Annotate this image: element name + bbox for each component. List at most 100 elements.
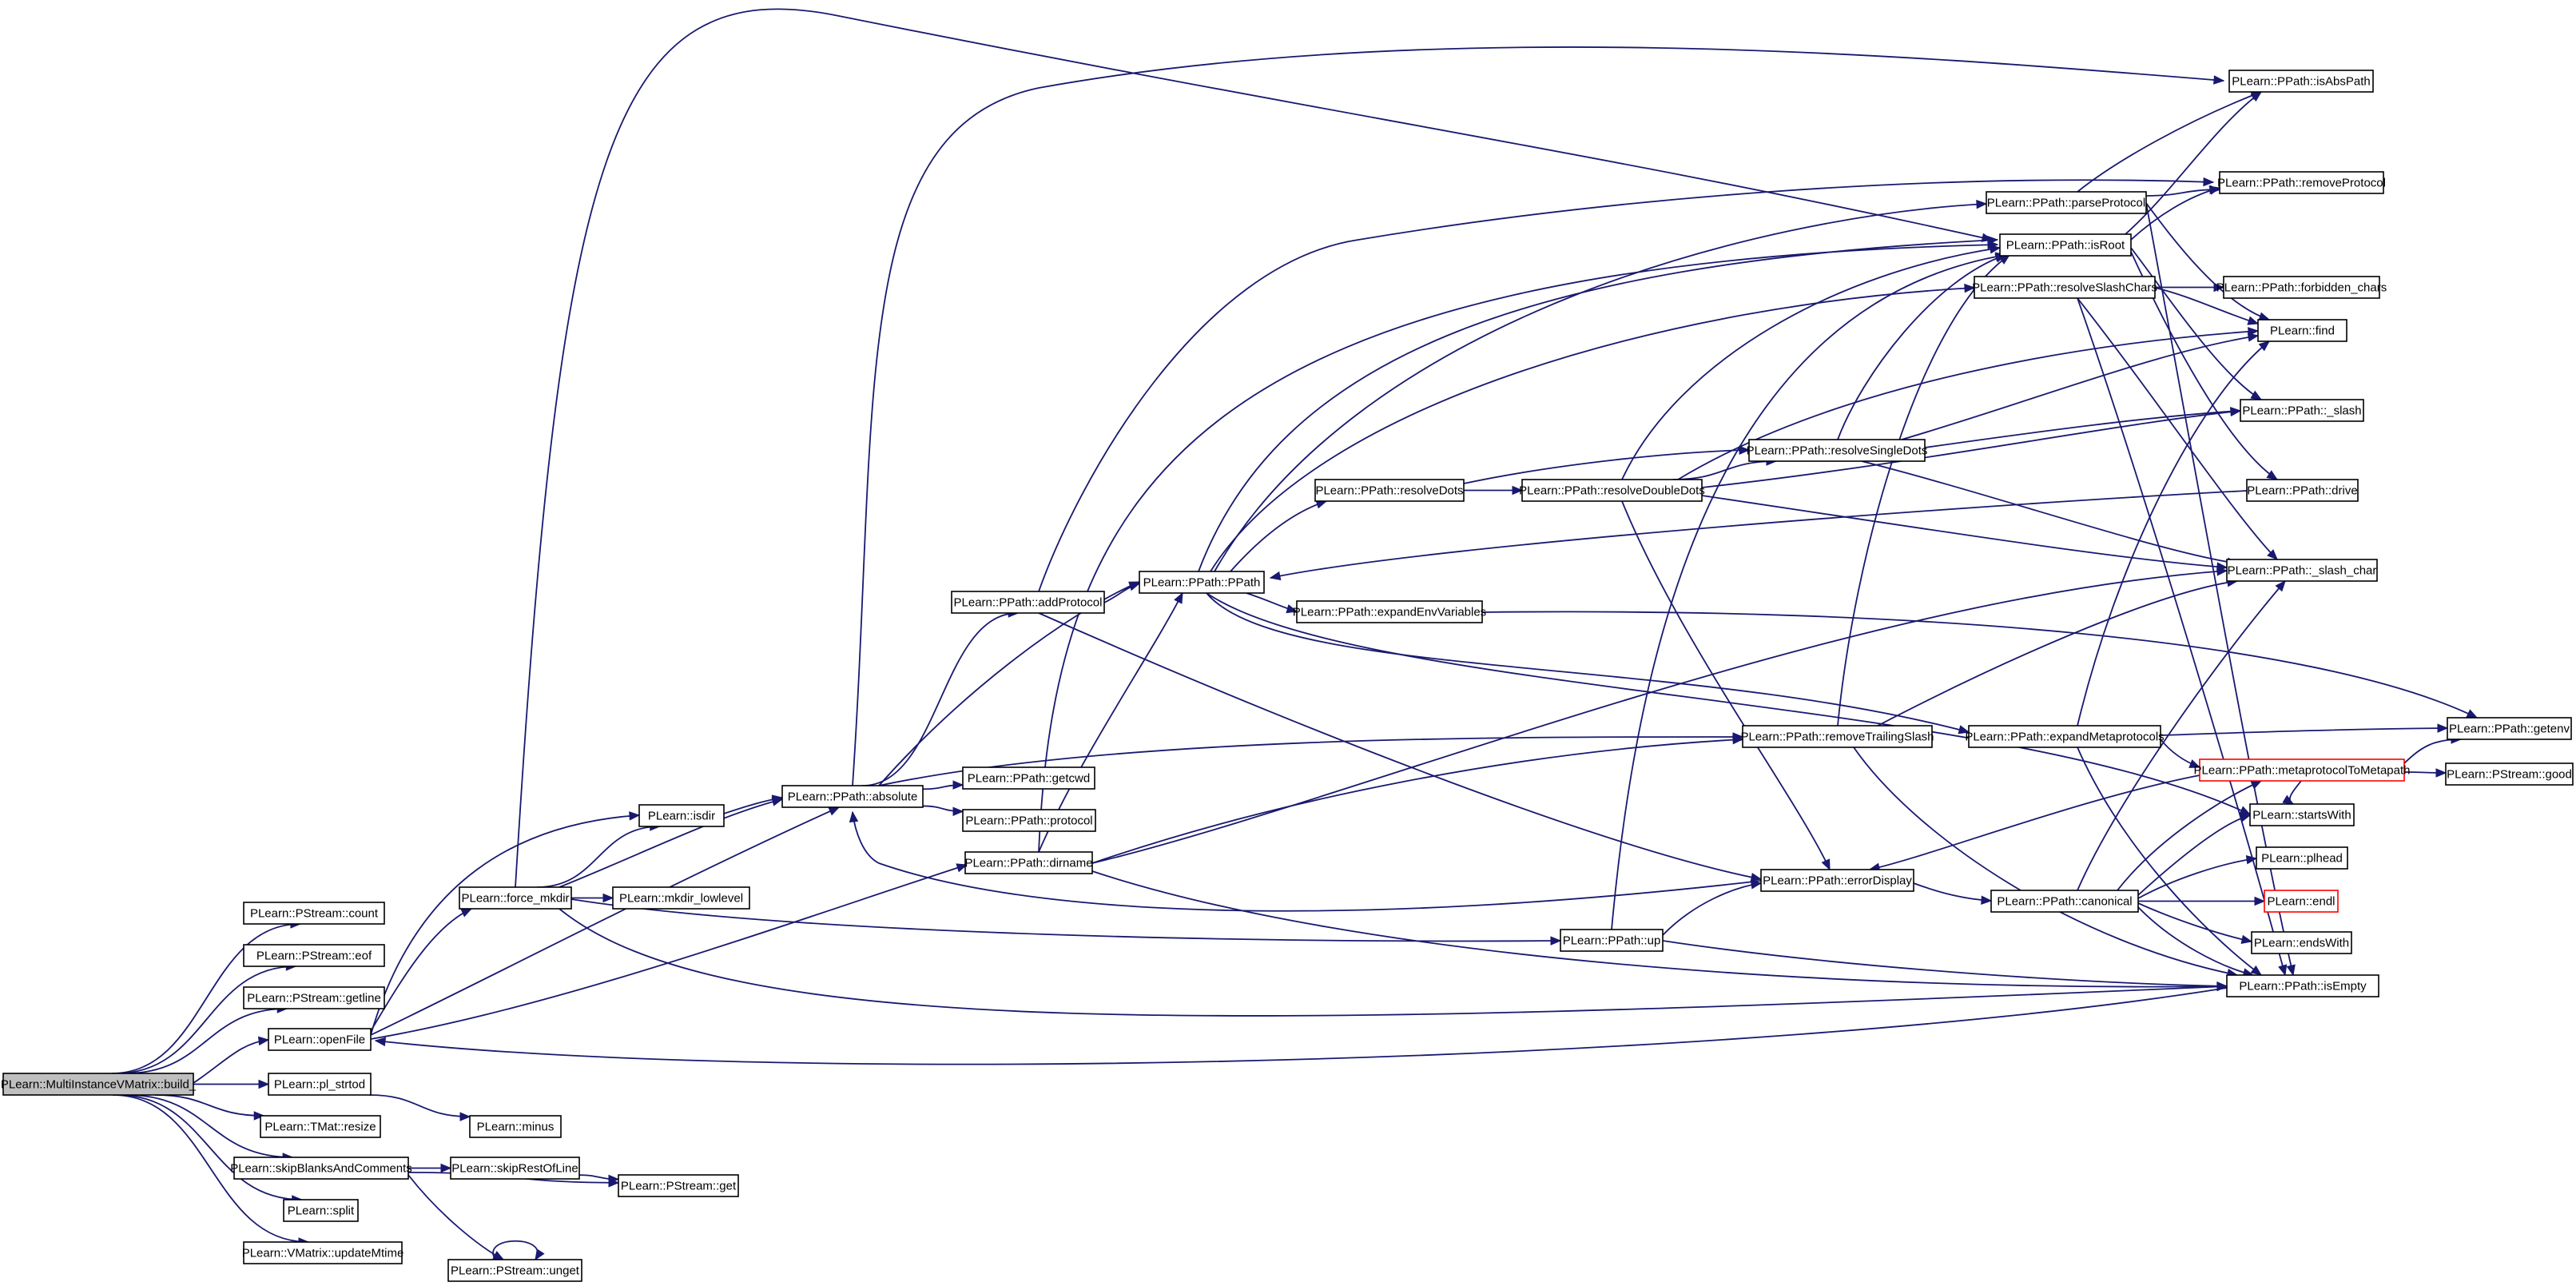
arrowhead-force_mkdir-to-up <box>1550 936 1562 946</box>
node-skipBlanks[interactable]: PLearn::skipBlanksAndComments <box>230 1157 412 1180</box>
node-errorDisplay[interactable]: PLearn::PPath::errorDisplay <box>1760 869 1914 892</box>
edge-force_mkdir-to-isdir <box>537 826 660 888</box>
arrowhead-isRoot-to-drive <box>2266 470 2279 480</box>
node-label: PLearn::PPath::getcwd <box>968 772 1090 786</box>
node-label: PLearn::PStream::good <box>2447 768 2572 782</box>
node-protocol[interactable]: PLearn::PPath::protocol <box>962 809 1096 832</box>
node-minus[interactable]: PLearn::minus <box>469 1115 562 1138</box>
arrowhead-expandMetaprotocols-to-getenv <box>2437 723 2449 733</box>
edge-expandEnv-to-getenv <box>1481 611 2478 719</box>
node-expandEnv[interactable]: PLearn::PPath::expandEnvVariables <box>1293 600 1486 623</box>
node-endl[interactable]: PLearn::endl <box>2264 890 2339 913</box>
node-updateMtime[interactable]: PLearn::VMatrix::updateMtime <box>242 1241 404 1264</box>
node-parseProtocol[interactable]: PLearn::PPath::parseProtocol <box>1986 191 2147 214</box>
edge-canonical-to-isEmpty <box>2137 906 2254 976</box>
node-resolveSingleDots[interactable]: PLearn::PPath::resolveSingleDots <box>1747 439 1928 462</box>
node-getline[interactable]: PLearn::PStream::getline <box>243 986 385 1009</box>
node-getcwd[interactable]: PLearn::PPath::getcwd <box>962 766 1095 790</box>
node-removeProtocol[interactable]: PLearn::PPath::removeProtocol <box>2217 171 2386 194</box>
arrowhead-unget-to-unget <box>535 1248 545 1261</box>
edge-resolveSingleDots-to-isRoot <box>1837 254 2006 440</box>
node-label: PLearn::PPath::forbidden_chars <box>2216 281 2387 295</box>
arrowhead-addProtocol-to-errorDisplay <box>1750 872 1763 882</box>
node-addProtocol[interactable]: PLearn::PPath::addProtocol <box>951 591 1105 614</box>
node-skipRest[interactable]: PLearn::skipRestOfLine <box>450 1157 580 1180</box>
node-box <box>469 1115 562 1138</box>
node-isRoot[interactable]: PLearn::PPath::isRoot <box>1999 233 2132 257</box>
node-box <box>962 809 1096 832</box>
arrowhead-openFile-to-absolute <box>828 806 841 816</box>
edge-PPath-to-startsWith <box>1206 592 2251 815</box>
arrowhead-canonical-to-startsWith <box>2239 813 2252 822</box>
node-label: PLearn::endsWith <box>2254 937 2349 950</box>
node-resolveSlashChars[interactable]: PLearn::PPath::resolveSlashChars <box>1972 276 2157 299</box>
node-plhead[interactable]: PLearn::plhead <box>2256 846 2348 870</box>
node-box <box>233 1157 409 1180</box>
edge-PPath-to-isRoot <box>1198 239 1998 572</box>
node-_slash[interactable]: PLearn::PPath::_slash <box>2240 399 2364 422</box>
edge-removeTrailingSlash-to-isEmpty <box>1853 747 2238 976</box>
node-canonical[interactable]: PLearn::PPath::canonical <box>1990 890 2139 913</box>
node-box <box>1986 191 2147 214</box>
node-absolute[interactable]: PLearn::PPath::absolute <box>781 785 924 808</box>
node-expandMetaprotocols[interactable]: PLearn::PPath::expandMetaprotocols <box>1965 725 2165 748</box>
node-pl_strtod[interactable]: PLearn::pl_strtod <box>268 1073 372 1096</box>
node-isAbsPath[interactable]: PLearn::PPath::isAbsPath <box>2228 70 2374 93</box>
arrowhead-canonical-to-endl <box>2254 896 2266 906</box>
node-label: PLearn::find <box>2270 324 2335 338</box>
node-openFile[interactable]: PLearn::openFile <box>268 1028 372 1051</box>
node-isEmpty[interactable]: PLearn::PPath::isEmpty <box>2226 974 2379 997</box>
node-box <box>1560 929 1664 952</box>
node-removeTrailingSlash[interactable]: PLearn::PPath::removeTrailingSlash <box>1740 725 1934 748</box>
node-_slash_char[interactable]: PLearn::PPath::_slash_char <box>2226 559 2378 582</box>
node-box <box>618 1174 739 1197</box>
arrowhead-isRoot-to-isAbsPath <box>2250 91 2263 102</box>
node-unget[interactable]: PLearn::PStream::unget <box>447 1259 582 1282</box>
node-box <box>1742 725 1933 748</box>
edge-root-to-getline <box>125 1008 288 1074</box>
arrowhead-expandMetaprotocols-to-metaprotocolToMetapath <box>2188 759 2201 768</box>
node-box <box>2 1073 194 1096</box>
edge-errorDisplay-to-canonical <box>1913 882 1992 902</box>
node-get[interactable]: PLearn::PStream::get <box>618 1174 739 1197</box>
node-PPath[interactable]: PLearn::PPath::PPath <box>1139 571 1265 594</box>
node-box <box>1999 233 2132 257</box>
arrowhead-resolveSingleDots-to-find <box>2247 332 2260 342</box>
node-root[interactable]: PLearn::MultiInstanceVMatrix::build_ <box>1 1073 197 1096</box>
node-eof[interactable]: PLearn::PStream::eof <box>243 944 385 967</box>
node-box <box>459 886 572 910</box>
arrowhead-up-to-errorDisplay <box>1750 880 1763 890</box>
edge-force_mkdir-to-absolute <box>559 798 783 888</box>
node-up[interactable]: PLearn::PPath::up <box>1560 929 1664 952</box>
node-getenv[interactable]: PLearn::PPath::getenv <box>2447 717 2572 740</box>
arrowhead-expandEnv-to-getenv <box>2466 709 2479 719</box>
edge-expandMetaprotocols-to-isEmpty <box>2077 747 2262 976</box>
node-forbidden_chars[interactable]: PLearn::PPath::forbidden_chars <box>2216 276 2387 299</box>
node-resolveDots[interactable]: PLearn::PPath::resolveDots <box>1314 479 1465 502</box>
arrowhead-openFile-to-dirname <box>956 863 968 873</box>
node-find[interactable]: PLearn::find <box>2257 319 2347 342</box>
node-force_mkdir[interactable]: PLearn::force_mkdir <box>459 886 572 910</box>
node-mkdir_lowlevel[interactable]: PLearn::mkdir_lowlevel <box>612 886 750 910</box>
node-resolveDoubleDots[interactable]: PLearn::PPath::resolveDoubleDots <box>1519 479 1705 502</box>
node-label: PLearn::PPath::errorDisplay <box>1763 874 1912 888</box>
node-metaprotocolToMetapath[interactable]: PLearn::PPath::metaprotocolToMetapath <box>2194 758 2411 782</box>
node-drive[interactable]: PLearn::PPath::drive <box>2246 479 2359 502</box>
node-box <box>268 1028 372 1051</box>
node-endsWith[interactable]: PLearn::endsWith <box>2251 931 2352 954</box>
edge-skipBlanks-to-unget <box>407 1174 504 1260</box>
node-split[interactable]: PLearn::split <box>283 1199 359 1222</box>
node-isdir[interactable]: PLearn::isdir <box>638 804 725 827</box>
arrowhead-resolveDots-to-resolveDoubleDots <box>1512 485 1524 496</box>
node-good[interactable]: PLearn::PStream::good <box>2445 762 2574 786</box>
node-box <box>1760 869 1914 892</box>
node-box <box>1139 571 1265 594</box>
node-resize[interactable]: PLearn::TMat::resize <box>260 1115 381 1138</box>
node-label: PLearn::pl_strtod <box>274 1078 365 1092</box>
node-count[interactable]: PLearn::PStream::count <box>243 902 385 925</box>
arrowhead-canonical-to-metaprotocolToMetapath <box>2250 780 2263 790</box>
node-dirname[interactable]: PLearn::PPath::dirname <box>964 851 1093 874</box>
node-label: PLearn::PStream::count <box>250 907 379 921</box>
node-startsWith[interactable]: PLearn::startsWith <box>2249 803 2355 826</box>
node-label: PLearn::mkdir_lowlevel <box>619 892 743 906</box>
